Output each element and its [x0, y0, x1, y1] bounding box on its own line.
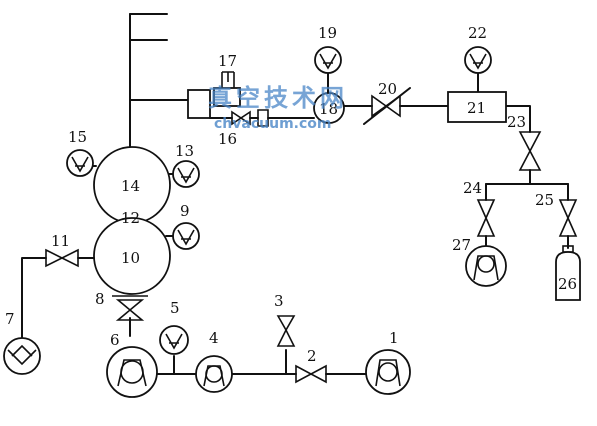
pump-4: [195, 355, 233, 393]
pump-6: [106, 346, 158, 398]
label-17: 17: [218, 52, 237, 70]
boxes: [187, 71, 507, 127]
label-6: 6: [110, 331, 120, 349]
element-17: [221, 71, 235, 88]
gauge-18: [313, 92, 345, 124]
gauge-19: [314, 46, 342, 74]
label-13: 13: [175, 142, 194, 160]
chambers: [93, 146, 171, 295]
gauge-15: [66, 149, 94, 177]
label-15: 15: [68, 128, 87, 146]
box-17-housing: [187, 89, 211, 119]
label-24: 24: [463, 179, 482, 197]
valve-3: [276, 315, 296, 347]
label-14: 14: [121, 177, 140, 195]
valve-2: [295, 364, 327, 384]
label-26: 26: [558, 275, 577, 293]
label-8: 8: [95, 290, 105, 308]
pump-1: [365, 349, 411, 395]
gauge-13: [172, 160, 200, 188]
element-17-body: [213, 87, 241, 107]
chamber-10: [93, 217, 171, 295]
label-10: 10: [121, 249, 140, 267]
gas-cylinder-26: [555, 245, 581, 301]
label-27: 27: [452, 236, 471, 254]
valve-20-arrow: [363, 87, 411, 125]
label-3: 3: [274, 292, 284, 310]
label-25: 25: [535, 191, 554, 209]
label-19: 19: [318, 24, 337, 42]
label-5: 5: [170, 299, 180, 317]
label-16: 16: [218, 130, 237, 148]
label-4: 4: [209, 329, 219, 347]
label-7: 7: [5, 310, 15, 328]
label-9: 9: [180, 202, 190, 220]
valve-16: [231, 110, 251, 126]
gauge-22: [464, 46, 492, 74]
label-18: 18: [319, 100, 338, 118]
label-23: 23: [507, 113, 526, 131]
gauge-9: [172, 222, 200, 250]
pump-7: [3, 337, 41, 375]
box-21: [447, 91, 507, 123]
gauge-5: [159, 325, 189, 355]
label-2: 2: [307, 347, 317, 365]
valves: [45, 87, 578, 384]
gauges: [66, 46, 492, 355]
valve-23: [518, 131, 542, 171]
valve-11: [45, 248, 79, 268]
label-12: 12: [121, 209, 140, 227]
watermark: 真空技术网 chvacuum.com: [208, 83, 348, 132]
label-1: 1: [389, 329, 399, 347]
watermark-chinese: 真空技术网: [208, 83, 348, 112]
watermark-url: chvacuum.com: [214, 116, 331, 132]
valve-8: [112, 295, 148, 321]
pump-27: [465, 245, 507, 287]
label-11: 11: [51, 232, 70, 250]
pumps: [3, 245, 507, 398]
piping: [21, 13, 569, 375]
valve-24: [476, 199, 496, 237]
valve-25: [558, 199, 578, 237]
label-22: 22: [468, 24, 487, 42]
label-21: 21: [467, 99, 486, 117]
label-20: 20: [378, 80, 397, 98]
labels: 1 2 3 4 5 6 7 8 9 10 11 12 13 14 15 16 1…: [5, 24, 577, 365]
